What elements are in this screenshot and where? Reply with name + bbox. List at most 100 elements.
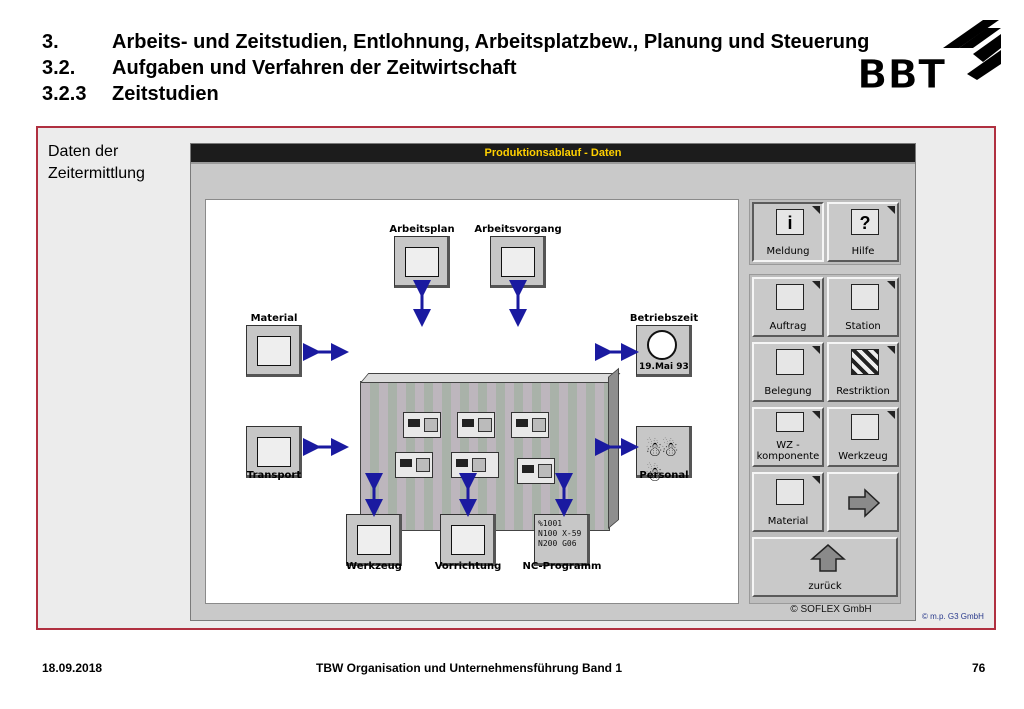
window-title: Produktionsablauf - Daten xyxy=(484,147,622,159)
footer-date: 18.09.2018 xyxy=(42,661,103,675)
corner-marker-icon xyxy=(812,206,820,214)
nc-code-line: N100 X-59 xyxy=(538,529,582,538)
node-betriebszeit[interactable]: 19.Mai 93 xyxy=(636,325,692,377)
node-personal[interactable]: ☃☃☃ xyxy=(636,426,692,486)
restriktion-button[interactable]: Restriktion xyxy=(827,342,899,402)
machine-icon xyxy=(403,412,441,438)
logo-lettering: BBT xyxy=(857,52,946,98)
caption-line: Daten der xyxy=(48,143,119,160)
corner-marker-icon xyxy=(812,281,820,289)
machine-icon xyxy=(395,452,433,478)
allocation-icon xyxy=(776,349,804,375)
button-label: zurück xyxy=(808,581,842,592)
question-icon: ? xyxy=(851,209,879,235)
node-vorrichtung[interactable] xyxy=(440,514,496,566)
info-icon: i xyxy=(776,209,804,235)
heading-text: Arbeits- und Zeitstudien, Entlohnung, Ar… xyxy=(112,31,870,53)
button-group-help: i Meldung ? Hilfe xyxy=(749,199,901,265)
corner-marker-icon xyxy=(887,411,895,419)
machine-icon xyxy=(457,412,495,438)
node-label-nc-programm: NC-Programm xyxy=(522,561,602,572)
werkzeug-button[interactable]: Werkzeug xyxy=(827,407,899,467)
button-label: Station xyxy=(845,321,881,332)
machine-icon xyxy=(511,412,549,438)
arrow-right-icon xyxy=(848,488,881,518)
node-arbeitsplan[interactable] xyxy=(394,236,450,288)
caption-line: Zeitermittlung xyxy=(48,165,145,182)
tool-component-icon xyxy=(776,412,804,432)
heading-number: 3.2.3 xyxy=(42,83,87,105)
button-label: WZ - komponente xyxy=(754,440,822,462)
machine-station-icon xyxy=(851,284,879,310)
forward-button[interactable] xyxy=(827,472,899,532)
button-label: Material xyxy=(767,516,809,527)
node-label-material: Material xyxy=(250,313,298,324)
clock-icon xyxy=(647,330,677,360)
bbt-logo: BBT xyxy=(857,20,1001,98)
heading-text: Zeitstudien xyxy=(112,83,219,105)
corner-marker-icon xyxy=(887,346,895,354)
station-button[interactable]: Station xyxy=(827,277,899,337)
belegung-button[interactable]: Belegung xyxy=(752,342,824,402)
button-label: Werkzeug xyxy=(838,451,888,462)
node-transport[interactable] xyxy=(246,426,302,478)
node-werkzeug[interactable] xyxy=(346,514,402,566)
button-label-line: WZ - xyxy=(776,440,800,451)
node-label-vorrichtung: Vorrichtung xyxy=(434,561,502,572)
app-window: Produktionsablauf - Daten Arbeitsplan Ar… xyxy=(190,143,916,621)
title-bar[interactable]: Produktionsablauf - Daten xyxy=(191,144,915,164)
node-label-transport: Transport xyxy=(246,470,302,481)
wz-komponente-button[interactable]: WZ - komponente xyxy=(752,407,824,467)
people-icon: ☃☃☃ xyxy=(645,439,679,486)
button-label: Auftrag xyxy=(769,321,807,332)
material-button[interactable]: Material xyxy=(752,472,824,532)
date-readout: 19.Mai 93 xyxy=(639,362,689,372)
heading-number: 3. xyxy=(42,31,59,53)
material-bars-icon xyxy=(257,336,291,366)
tool-icon xyxy=(851,414,879,440)
button-label: Restriktion xyxy=(836,386,890,397)
hilfe-button[interactable]: ? Hilfe xyxy=(827,202,899,262)
node-label-personal: Personal xyxy=(639,470,689,481)
zurueck-button[interactable]: zurück xyxy=(752,537,898,597)
button-label-line: komponente xyxy=(756,451,820,462)
nc-code-line: N200 G06 xyxy=(538,539,577,548)
corner-marker-icon xyxy=(812,476,820,484)
tool-icon xyxy=(357,525,391,555)
footer-title: TBW Organisation und Unternehmensführung… xyxy=(316,661,622,675)
button-label: Meldung xyxy=(766,246,810,257)
caption: Daten der Zeitermittlung xyxy=(48,141,145,185)
corner-marker-icon xyxy=(812,411,820,419)
node-label-betriebszeit: Betriebszeit xyxy=(629,313,699,324)
clipboard-icon xyxy=(405,247,439,277)
copyright-note: © m.p. G3 GmbH xyxy=(922,612,984,621)
forklift-icon xyxy=(257,437,291,467)
diagram-canvas: Arbeitsplan Arbeitsvorgang Material Tran… xyxy=(205,199,739,604)
footer-page-number: 76 xyxy=(972,661,986,675)
button-group-navigation: Auftrag Station Belegung Restriktion WZ … xyxy=(749,274,901,604)
node-label-werkzeug: Werkzeug xyxy=(346,561,402,572)
corner-marker-icon xyxy=(887,206,895,214)
corner-marker-icon xyxy=(887,281,895,289)
nc-code-line: %1001 xyxy=(538,519,563,528)
node-material[interactable] xyxy=(246,325,302,377)
node-label-arbeitsplan: Arbeitsplan xyxy=(389,224,455,235)
heading-number: 3.2. xyxy=(42,57,76,79)
nc-code: %1001 N100 X-59 N200 G06 xyxy=(538,519,581,549)
handshake-icon xyxy=(776,284,804,310)
button-label: Hilfe xyxy=(851,246,875,257)
barrier-icon xyxy=(851,349,879,375)
node-nc-programm[interactable]: %1001 N100 X-59 N200 G06 xyxy=(534,514,590,566)
vendor-status: © SOFLEX GmbH xyxy=(790,604,872,615)
arrow-up-icon xyxy=(810,544,846,572)
meldung-button[interactable]: i Meldung xyxy=(752,202,824,262)
machine-icon xyxy=(517,458,555,484)
corner-marker-icon xyxy=(812,346,820,354)
connection-arrows xyxy=(303,280,639,517)
button-label: Belegung xyxy=(764,386,812,397)
auftrag-button[interactable]: Auftrag xyxy=(752,277,824,337)
document-icon xyxy=(501,247,535,277)
fixture-icon xyxy=(451,525,485,555)
heading-text: Aufgaben und Verfahren der Zeitwirtschaf… xyxy=(112,57,517,79)
material-bars-icon xyxy=(776,479,804,505)
